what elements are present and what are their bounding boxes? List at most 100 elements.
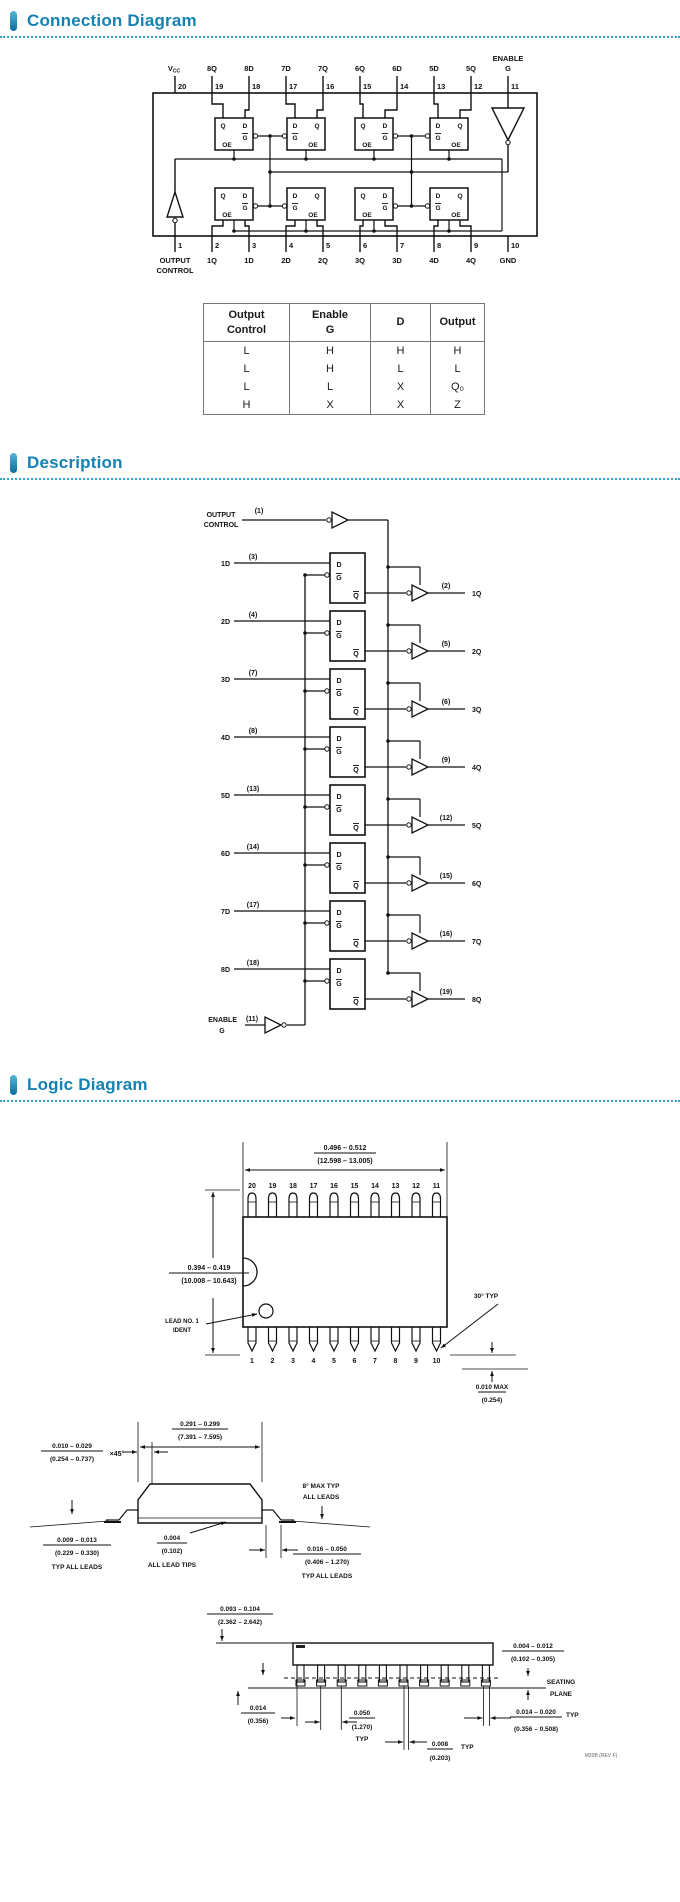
table-row: L H L L xyxy=(203,360,485,378)
pin-label: 6D xyxy=(392,64,402,73)
diagram-label: IDENT xyxy=(173,1328,191,1334)
pin-label: 7D xyxy=(281,64,291,73)
diagram-label: Q xyxy=(353,651,359,658)
pin xyxy=(370,1192,380,1217)
output-label: 3Q xyxy=(472,707,482,714)
latch-box xyxy=(329,726,366,778)
pin xyxy=(390,1192,401,1217)
pin-label: 3Q xyxy=(355,256,365,265)
pin-number: 15 xyxy=(351,1183,359,1190)
pin-label: 7Q xyxy=(318,64,328,73)
pin xyxy=(349,1192,360,1217)
input-label: 2D xyxy=(221,619,230,626)
diagram-label: OE xyxy=(308,212,318,219)
pin xyxy=(390,1327,401,1353)
diagram-label: OE xyxy=(222,142,232,149)
wire xyxy=(291,1520,371,1528)
diagram-label: Q xyxy=(360,193,365,200)
shape xyxy=(324,978,330,984)
body-mark xyxy=(296,1645,305,1648)
pin-number: 1 xyxy=(178,241,182,250)
lead xyxy=(481,1664,490,1683)
shape xyxy=(324,862,330,868)
pin-number: 6 xyxy=(353,1358,357,1365)
pin-label: 8D xyxy=(244,64,254,73)
latch-box xyxy=(329,842,366,894)
table-cell: Z xyxy=(430,396,485,415)
table-row: L H H H xyxy=(203,341,485,360)
shape xyxy=(303,921,307,925)
table-cell: L xyxy=(289,378,371,396)
diagram-label: D xyxy=(336,852,341,859)
diagram-label: 0.004 – 0.012 xyxy=(513,1643,553,1650)
diagram-label: (0.356) xyxy=(248,1718,269,1725)
diagram-label: D xyxy=(293,193,298,200)
pin-number: 13 xyxy=(392,1183,400,1190)
diagram-label: (2.362 – 2.642) xyxy=(218,1619,262,1626)
diagram-label: G xyxy=(219,1028,225,1035)
diagram-label: TYP ALL LEADS xyxy=(302,1573,353,1580)
pin-number: 12 xyxy=(474,82,482,91)
diagram-label: (7.391 – 7.595) xyxy=(178,1434,222,1441)
pin xyxy=(411,1327,421,1353)
diagram-label: 0.010 MAX xyxy=(476,1384,509,1391)
lead-foot xyxy=(398,1679,409,1687)
diagram-label: D xyxy=(436,123,441,130)
pin-number: 5 xyxy=(326,241,330,250)
shape xyxy=(282,1548,287,1552)
pin-label: 8Q xyxy=(207,64,217,73)
pin-number: 8 xyxy=(437,241,441,250)
diagram-label: G xyxy=(435,205,440,212)
input-label: 4D xyxy=(221,735,230,742)
diagram-label: Q xyxy=(353,767,359,774)
shape xyxy=(406,648,412,654)
wire xyxy=(384,93,398,118)
diagram-label: D xyxy=(436,193,441,200)
diagram-label: D xyxy=(336,968,341,975)
table-cell: X xyxy=(289,396,371,415)
latch-box xyxy=(329,610,366,662)
table-cell: H xyxy=(289,360,371,378)
shape xyxy=(268,134,272,138)
shape xyxy=(490,1716,496,1720)
pin-callout: (1) xyxy=(255,508,264,515)
pin-number: 9 xyxy=(414,1358,418,1365)
pin-label: 2Q xyxy=(318,256,328,265)
diagram-label: OUTPUT xyxy=(207,512,237,519)
diagram-label: OE xyxy=(451,142,461,149)
wire xyxy=(316,93,324,118)
pin-number: 4 xyxy=(289,241,294,250)
diagram-label: TYP xyxy=(566,1712,579,1719)
pin-callout: (7) xyxy=(249,670,258,677)
wire xyxy=(359,220,364,236)
shape xyxy=(441,1343,447,1348)
table-cell: X xyxy=(370,378,431,396)
diagram-label: (0.203) xyxy=(430,1755,451,1762)
shape xyxy=(281,133,288,139)
pin xyxy=(431,1327,442,1353)
diagram-label: 0.394 – 0.419 xyxy=(188,1265,231,1272)
shape xyxy=(398,1740,403,1744)
pin-number: 17 xyxy=(310,1183,318,1190)
wire xyxy=(285,93,296,118)
pin-label: OUTPUT xyxy=(160,256,191,265)
table-cell: H xyxy=(289,341,371,360)
pin xyxy=(247,1327,257,1353)
shape xyxy=(409,204,414,208)
diagram-label: (0.102 – 0.305) xyxy=(511,1656,555,1663)
shape xyxy=(490,1371,494,1376)
lead-foot xyxy=(419,1679,430,1687)
wire xyxy=(244,93,250,118)
diagram-label: G xyxy=(336,749,342,756)
pin-label: 6Q xyxy=(355,64,365,73)
input-label: 7D xyxy=(221,909,230,916)
shape xyxy=(406,822,412,828)
pin-number: 15 xyxy=(363,82,371,91)
diagram-label: (0.356 – 0.508) xyxy=(514,1726,558,1733)
pin-callout: (3) xyxy=(249,554,258,561)
pin xyxy=(288,1192,298,1217)
shape xyxy=(409,134,414,138)
